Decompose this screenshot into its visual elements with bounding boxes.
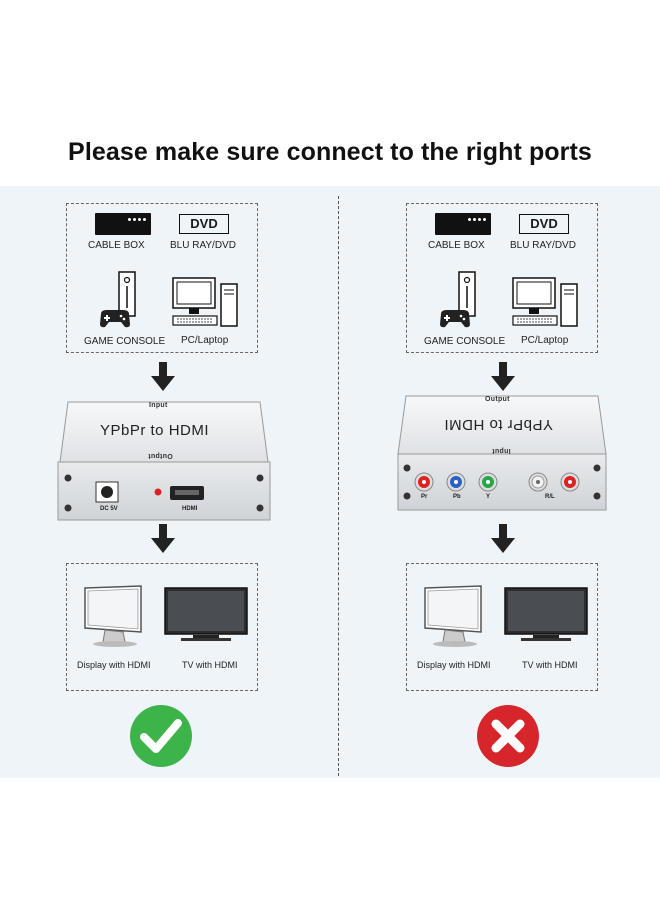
game-console-icon bbox=[440, 271, 476, 328]
arrow-down-icon bbox=[491, 362, 515, 391]
arrow-down-icon bbox=[151, 362, 175, 391]
blu-ray-label: BLU RAY/DVD bbox=[170, 240, 236, 251]
port-label-rl: R/L bbox=[545, 494, 555, 500]
converter-title: YPbPr to HDMI bbox=[444, 416, 554, 433]
monitor-icon bbox=[424, 585, 482, 647]
arrow-down-icon bbox=[151, 524, 175, 553]
cable-box-icon bbox=[435, 213, 491, 235]
tv-hdmi-label: TV with HDMI bbox=[522, 660, 578, 670]
dc-5v-label: DC 5V bbox=[100, 506, 118, 512]
pc-laptop-icon bbox=[512, 277, 578, 327]
converter-device-reversed bbox=[397, 395, 607, 511]
tv-icon bbox=[504, 587, 588, 641]
port-label-pr: Pr bbox=[421, 494, 428, 500]
converter-top-label: Output bbox=[485, 396, 510, 403]
port-label-y: Y bbox=[486, 494, 491, 500]
tv-icon bbox=[164, 587, 248, 641]
cable-box-label: CABLE BOX bbox=[88, 240, 145, 251]
dvd-logo-icon: DVD bbox=[179, 214, 229, 234]
pc-laptop-label: PC/Laptop bbox=[521, 335, 569, 346]
game-console-icon bbox=[100, 271, 136, 328]
game-console-label: GAME CONSOLE bbox=[424, 336, 506, 347]
headline: Please make sure connect to the right po… bbox=[68, 138, 592, 166]
output-devices-box: Display with HDMI TV with HDMI bbox=[406, 563, 598, 691]
display-hdmi-label: Display with HDMI bbox=[77, 660, 151, 670]
converter-bottom-label: Output bbox=[148, 452, 173, 459]
source-devices-box: CABLE BOX DVD BLU RAY/DVD GAME CONSOLE P… bbox=[406, 203, 598, 353]
tv-hdmi-label: TV with HDMI bbox=[182, 660, 238, 670]
monitor-icon bbox=[84, 585, 142, 647]
cable-box-icon bbox=[95, 213, 151, 235]
pc-laptop-icon bbox=[172, 277, 238, 327]
pc-laptop-label: PC/Laptop bbox=[181, 335, 229, 346]
converter-title: YPbPr to HDMI bbox=[100, 422, 210, 439]
game-console-label: GAME CONSOLE bbox=[84, 336, 166, 347]
hdmi-port-label: HDMI bbox=[182, 506, 198, 512]
arrow-down-icon bbox=[491, 524, 515, 553]
right-panel-wrong: CABLE BOX DVD BLU RAY/DVD GAME CONSOLE P… bbox=[340, 0, 660, 900]
converter-device bbox=[57, 401, 271, 521]
converter-bottom-label: Input bbox=[492, 447, 511, 454]
display-hdmi-label: Display with HDMI bbox=[417, 660, 491, 670]
output-devices-box: Display with HDMI TV with HDMI bbox=[66, 563, 258, 691]
source-devices-box: CABLE BOX DVD BLU RAY/DVD GAME CONSOLE P… bbox=[66, 203, 258, 353]
left-panel-correct: CABLE BOX DVD BLU RAY/DVD GAME CONSOLE P… bbox=[57, 203, 271, 767]
dvd-logo-icon: DVD bbox=[519, 214, 569, 234]
blu-ray-label: BLU RAY/DVD bbox=[510, 240, 576, 251]
port-label-pb: Pb bbox=[453, 494, 461, 500]
cable-box-label: CABLE BOX bbox=[428, 240, 485, 251]
center-divider bbox=[338, 196, 339, 776]
check-icon bbox=[130, 705, 192, 767]
cross-icon bbox=[477, 705, 539, 767]
converter-top-label: Input bbox=[149, 402, 168, 409]
